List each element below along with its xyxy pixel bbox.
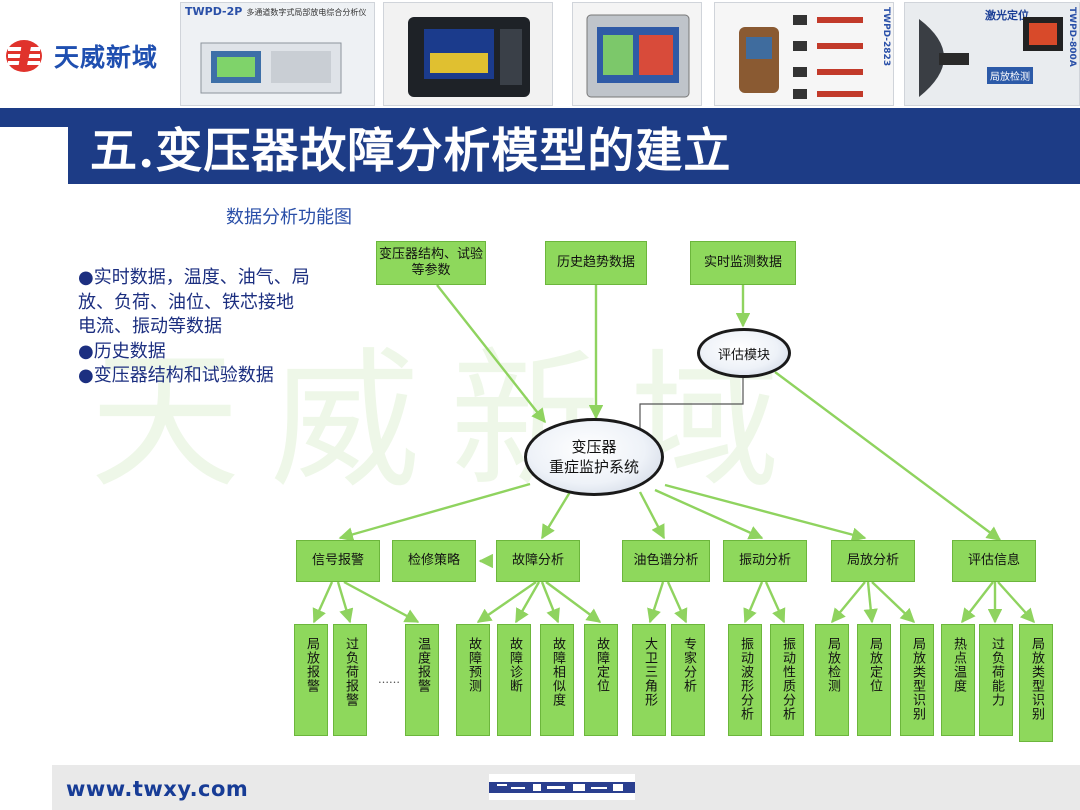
device-icon — [586, 14, 690, 98]
ellipsis-marker: …… — [378, 673, 400, 686]
leaf-node: 振动波形分析 — [728, 624, 762, 736]
node-maintenance-strategy: 检修策略 — [392, 540, 476, 582]
leaf-node: 局放类型识别 — [900, 624, 934, 736]
device-icon — [919, 17, 1063, 97]
leaf-node: 过负荷能力 — [979, 624, 1013, 736]
device-icon — [408, 17, 530, 97]
eval-module-node: 评估模块 — [697, 328, 791, 378]
input-history-trend: 历史趋势数据 — [545, 241, 647, 285]
leaf-node: 振动性质分析 — [770, 624, 804, 736]
bullet-list: ●实时数据，温度、油气、局放、负荷、油位、铁芯接地电流、振动等数据 ●历史数据 … — [78, 266, 310, 389]
leaf-node: 过负荷报警 — [333, 624, 367, 736]
input-structure-params: 变压器结构、试验等参数 — [376, 241, 486, 285]
node-eval-info: 评估信息 — [952, 540, 1036, 582]
leaf-node: 故障诊断 — [497, 624, 531, 736]
leaf-node: 温度报警 — [405, 624, 439, 736]
bullet-item: ●实时数据，温度、油气、局放、负荷、油位、铁芯接地电流、振动等数据 — [78, 267, 310, 337]
device-icon — [200, 42, 342, 94]
leaf-node: 局放报警 — [294, 624, 328, 736]
leaf-node: 热点温度 — [941, 624, 975, 736]
center-line1: 变压器 — [571, 438, 617, 456]
bullet-item: ●历史数据 — [78, 340, 166, 362]
product-label: 激光定位 — [985, 9, 1029, 22]
product-image-monitor — [572, 2, 702, 106]
leaf-node: 局放检测 — [815, 624, 849, 736]
watermark: 天威新域 — [90, 335, 811, 509]
leaf-node: 故障定位 — [584, 624, 618, 736]
node-signal-alarm: 信号报警 — [296, 540, 380, 582]
leaf-node: 故障相似度 — [540, 624, 574, 736]
product-tag: 局放检测 — [987, 67, 1033, 84]
company-name: 天威新域 — [54, 43, 159, 72]
leaf-node: 局放类型识别 — [1019, 624, 1053, 742]
product-image-twpd-800a: TWPD-800A 激光定位 局放检测 — [904, 2, 1080, 106]
logo-icon — [6, 40, 42, 72]
product-model: TWPD-2P — [185, 5, 243, 18]
diagram-title: 数据分析功能图 — [226, 207, 352, 228]
leaf-node: 故障预测 — [456, 624, 490, 736]
center-system-node: 变压器 重症监护系统 — [524, 418, 664, 496]
product-model: TWPD-800A — [1067, 7, 1077, 67]
leaf-node: 局放定位 — [857, 624, 891, 736]
node-oil-chromatography: 油色谱分析 — [622, 540, 710, 582]
company-logo: 天威新域 — [4, 36, 194, 76]
leaf-node: 专家分析 — [671, 624, 705, 736]
device-icon — [739, 15, 863, 99]
product-model: TWPD-2823 — [881, 7, 891, 67]
leaf-node: 大卫三角形 — [632, 624, 666, 736]
input-realtime-monitor: 实时监测数据 — [690, 241, 796, 285]
footer-banner-graphic — [489, 774, 635, 800]
title-bar — [0, 108, 1080, 184]
center-line2: 重症监护系统 — [548, 458, 639, 476]
node-pd-analysis: 局放分析 — [831, 540, 915, 582]
product-image-analyzer — [383, 2, 553, 106]
slide-title: 五.变压器故障分析模型的建立 — [90, 124, 732, 179]
node-fault-analysis: 故障分析 — [496, 540, 580, 582]
node-vibration-analysis: 振动分析 — [723, 540, 807, 582]
bullet-item: ●变压器结构和试验数据 — [78, 365, 274, 386]
footer-url: www.twxy.com — [66, 777, 249, 801]
product-subtitle: 多通道数字式局部放电综合分析仪 — [246, 8, 367, 17]
product-image-twpd-2823: TWPD-2823 — [714, 2, 894, 106]
